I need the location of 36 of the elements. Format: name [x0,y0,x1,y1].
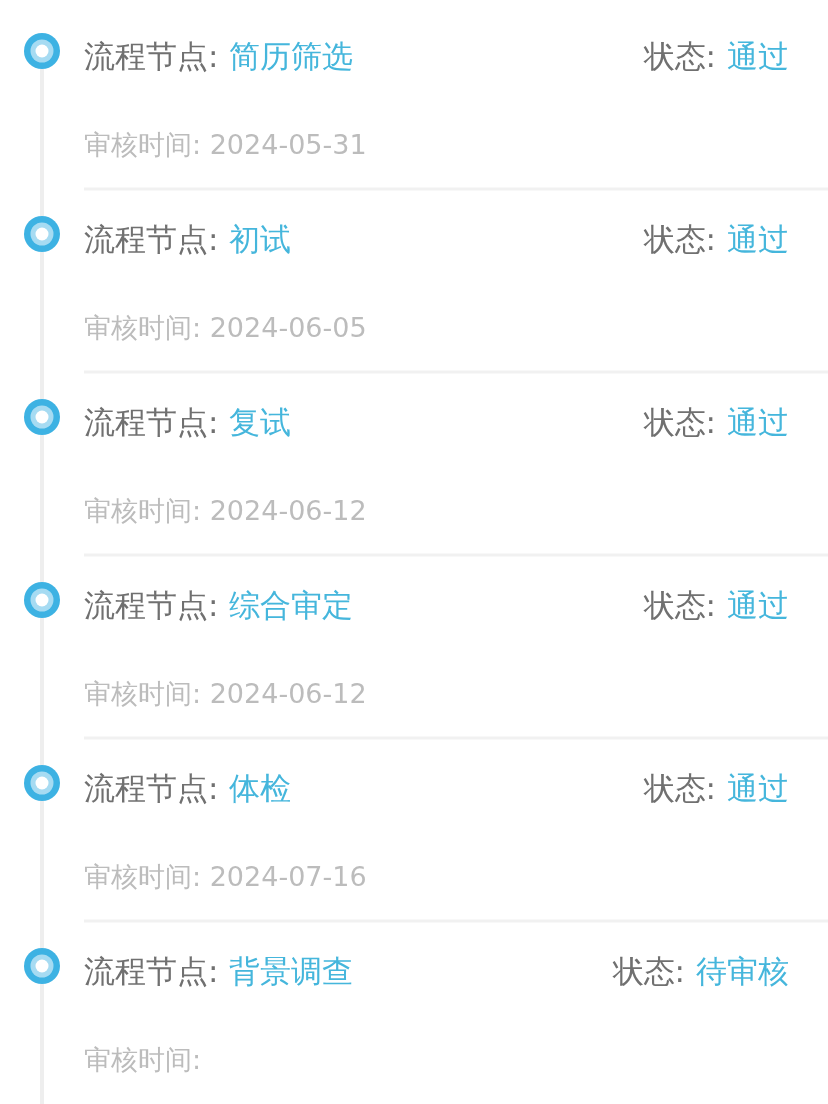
review-date: 审核时间: 2024-06-05 [84,311,367,345]
review-date: 审核时间: 2024-06-12 [84,494,367,528]
status-label: 状态: [643,403,716,442]
step-label: 流程节点: [84,586,219,625]
step-name: 简历筛选 [229,37,354,76]
step-name: 背景调查 [229,952,354,991]
status-value: 通过 [727,37,789,76]
review-date: 审核时间: 2024-06-12 [84,677,367,711]
status-label: 状态: [643,37,716,76]
step-name: 体检 [229,769,292,808]
review-date: 审核时间: [84,1043,202,1077]
step-label: 流程节点: [84,37,219,76]
step-name: 综合审定 [229,586,354,625]
step-label: 流程节点: [84,952,219,991]
status-label: 状态: [643,769,716,808]
review-date: 审核时间: 2024-07-16 [84,860,367,894]
step-name: 初试 [229,220,292,259]
step-label: 流程节点: [84,220,219,259]
status-value: 通过 [727,586,789,625]
step-name: 复试 [229,403,292,442]
status-value: 通过 [727,769,789,808]
timeline-marker-icon [24,582,60,618]
step-label: 流程节点: [84,403,219,442]
status-value: 通过 [727,220,789,259]
step-label: 流程节点: [84,769,219,808]
timeline-marker-icon [24,948,60,984]
status-value: 通过 [727,403,789,442]
status-value: 待审核 [696,952,789,991]
status-label: 状态: [643,586,716,625]
timeline-marker-icon [24,399,60,435]
review-date: 审核时间: 2024-05-31 [84,128,367,162]
status-label: 状态: [643,220,716,259]
timeline-marker-icon [24,765,60,801]
status-label: 状态: [612,952,685,991]
timeline-marker-icon [24,33,60,69]
timeline-marker-icon [24,216,60,252]
